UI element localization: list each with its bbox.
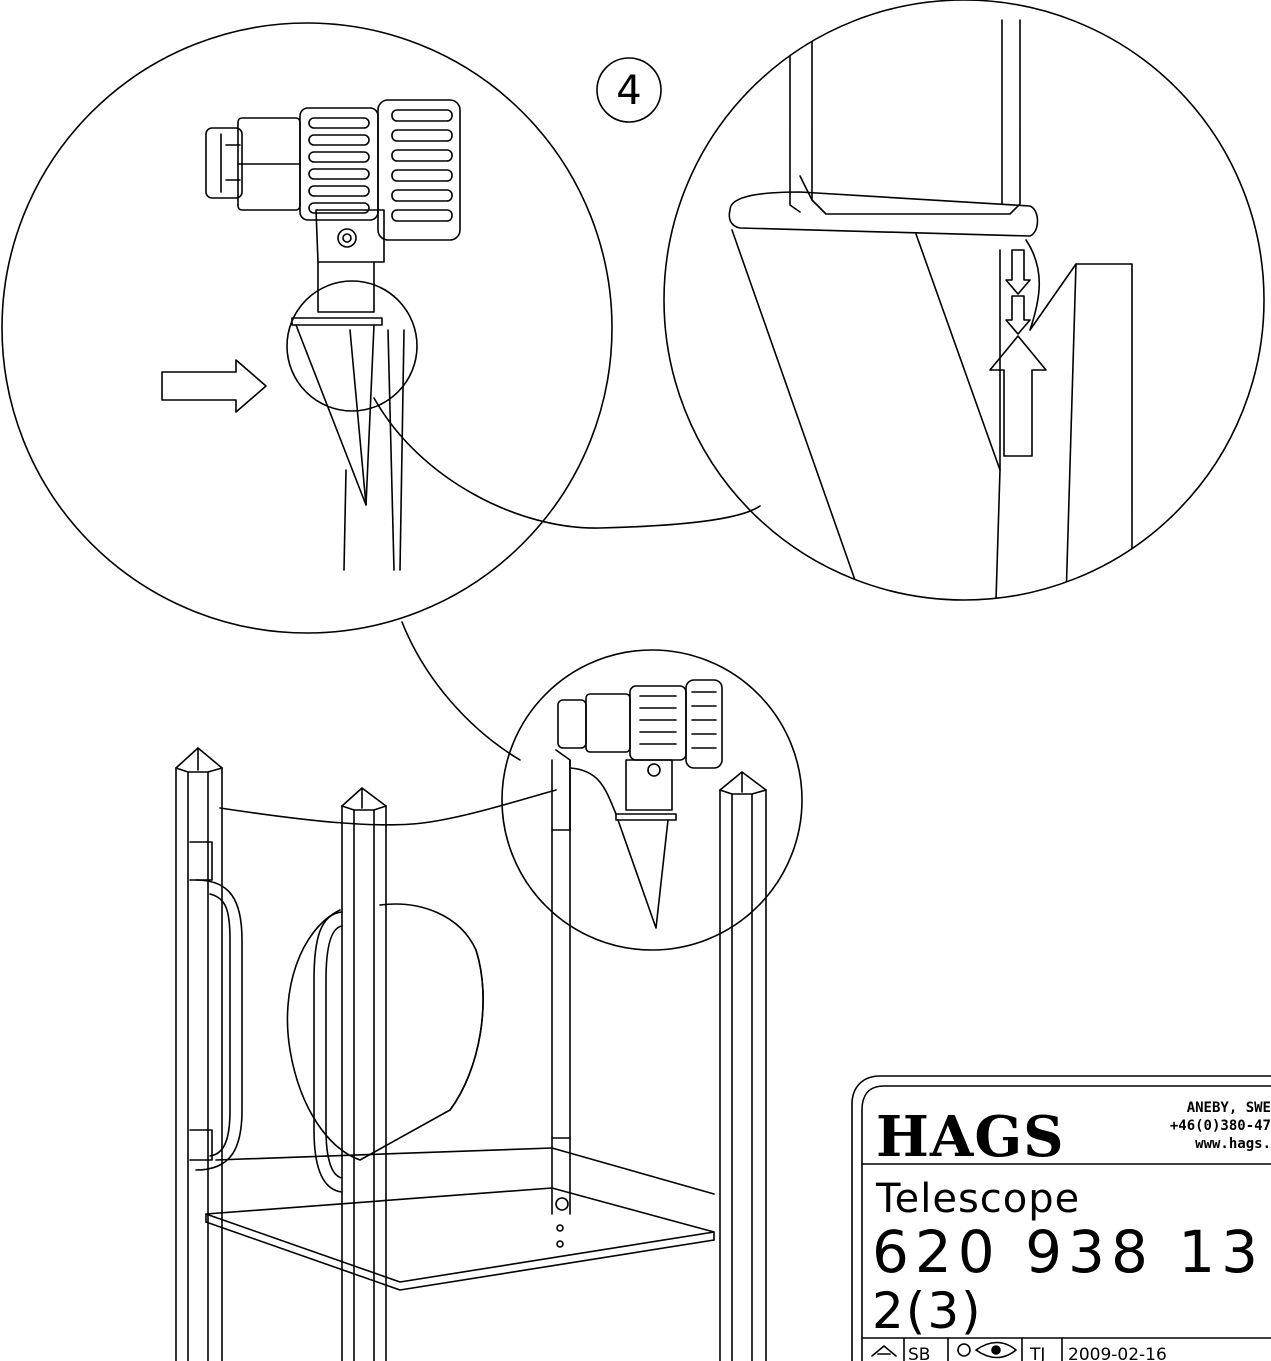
product-number: 620 938 13: [872, 1218, 1264, 1286]
detail-circle-enlarged: [663, 0, 1265, 601]
main-view: [175, 649, 803, 1361]
post-center: [341, 787, 387, 1361]
detail-circle-telescope: [1, 22, 613, 761]
checked-by-icon: [957, 1343, 971, 1357]
step-number-badge: 4: [596, 57, 662, 123]
sheet-number: 2(3): [872, 1282, 983, 1340]
post-left: [175, 747, 223, 1361]
step-number: 4: [616, 68, 641, 114]
telescope-detail: [205, 99, 761, 571]
phone: +46(0)380-47: [1170, 1118, 1271, 1134]
telescope-callout: [501, 649, 803, 951]
website: www.hags.: [1195, 1136, 1271, 1152]
post-back: [551, 759, 571, 1248]
title-block: HAGS ANEBY, SWE +46(0)380-47 www.hags. T…: [851, 1075, 1271, 1361]
product-name: Telescope: [875, 1176, 1080, 1222]
drawn-by-icon: [871, 1345, 897, 1357]
eye-icon: [975, 1341, 1017, 1359]
handle-center: [313, 911, 343, 1193]
address: ANEBY, SWE: [1187, 1100, 1271, 1116]
post-right: [719, 771, 767, 1361]
leader-line: [401, 621, 521, 761]
ribs-2: [391, 109, 453, 222]
direction-arrow: [161, 359, 267, 413]
checked-by: TJ: [1029, 1345, 1045, 1361]
drawn-by: SB: [908, 1345, 930, 1361]
handle-left: [189, 841, 243, 1171]
brand-logo: HAGS: [876, 1104, 1065, 1170]
date: 2009-02-16: [1068, 1345, 1167, 1361]
zoom-leader: [373, 397, 761, 529]
ribs-1: [308, 117, 370, 214]
zoom-marker-circle: [286, 280, 418, 412]
